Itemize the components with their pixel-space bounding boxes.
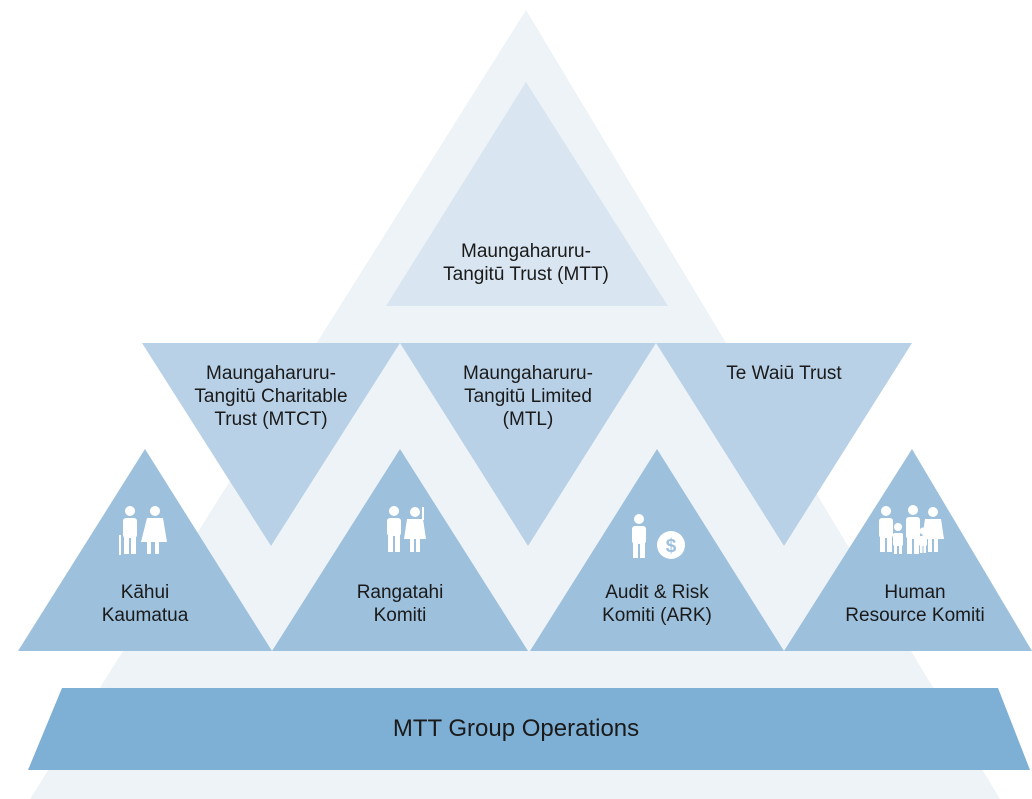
base-band-label: MTT Group Operations [392,715,640,742]
label-line: Tangitū Limited [464,386,592,407]
label-line: Komiti (ARK) [602,605,712,626]
bottom-label-rangatahi: Rangatahi Komiti [320,581,480,627]
label-line: Te Waiū Trust [726,363,842,384]
svg-text:$: $ [666,536,677,557]
label-line: Trust (MTCT) [214,409,328,430]
top-label-mtt: Maungaharuru- Tangitū Trust (MTT) [406,240,646,286]
middle-label-mtct: Maungaharuru- Tangitū Charitable Trust (… [171,362,371,431]
bottom-label-ark: Audit & Risk Komiti (ARK) [567,581,747,627]
label-line: Kāhui [120,582,170,603]
label-line: Human [884,582,946,603]
middle-triangle-te-waiu [656,343,912,546]
label-line: Rangatahi [356,582,444,603]
person-dollar-icon: $ [632,514,685,559]
label-line: Komiti [373,605,427,626]
label-line: Maungaharuru- [463,363,593,384]
base-band [28,688,1030,770]
bottom-label-kahui: Kāhui Kaumatua [65,581,225,627]
label-line: Kaumatua [101,605,189,626]
label-line: Maungaharuru- [461,241,591,262]
label-line: Audit & Risk [605,582,709,603]
middle-label-te-waiu: Te Waiū Trust [684,362,884,385]
bottom-label-hr: Human Resource Komiti [820,581,1010,627]
middle-label-mtl: Maungaharuru- Tangitū Limited (MTL) [428,362,628,431]
elders-icon [119,506,167,555]
label-line: Tangitū Trust (MTT) [443,264,609,285]
middle-triangle-mtct [142,343,400,546]
label-line: Maungaharuru- [206,363,336,384]
middle-triangle-mtl [400,343,656,546]
label-line: Tangitū Charitable [194,386,348,407]
top-triangle [386,82,668,306]
bottom-triangle-ark [530,449,784,651]
family-group-icon [879,505,944,554]
label-line: (MTL) [502,409,554,430]
youth-icon [387,506,426,552]
label-line: Resource Komiti [845,605,985,626]
bottom-triangle-kahui [18,449,272,651]
